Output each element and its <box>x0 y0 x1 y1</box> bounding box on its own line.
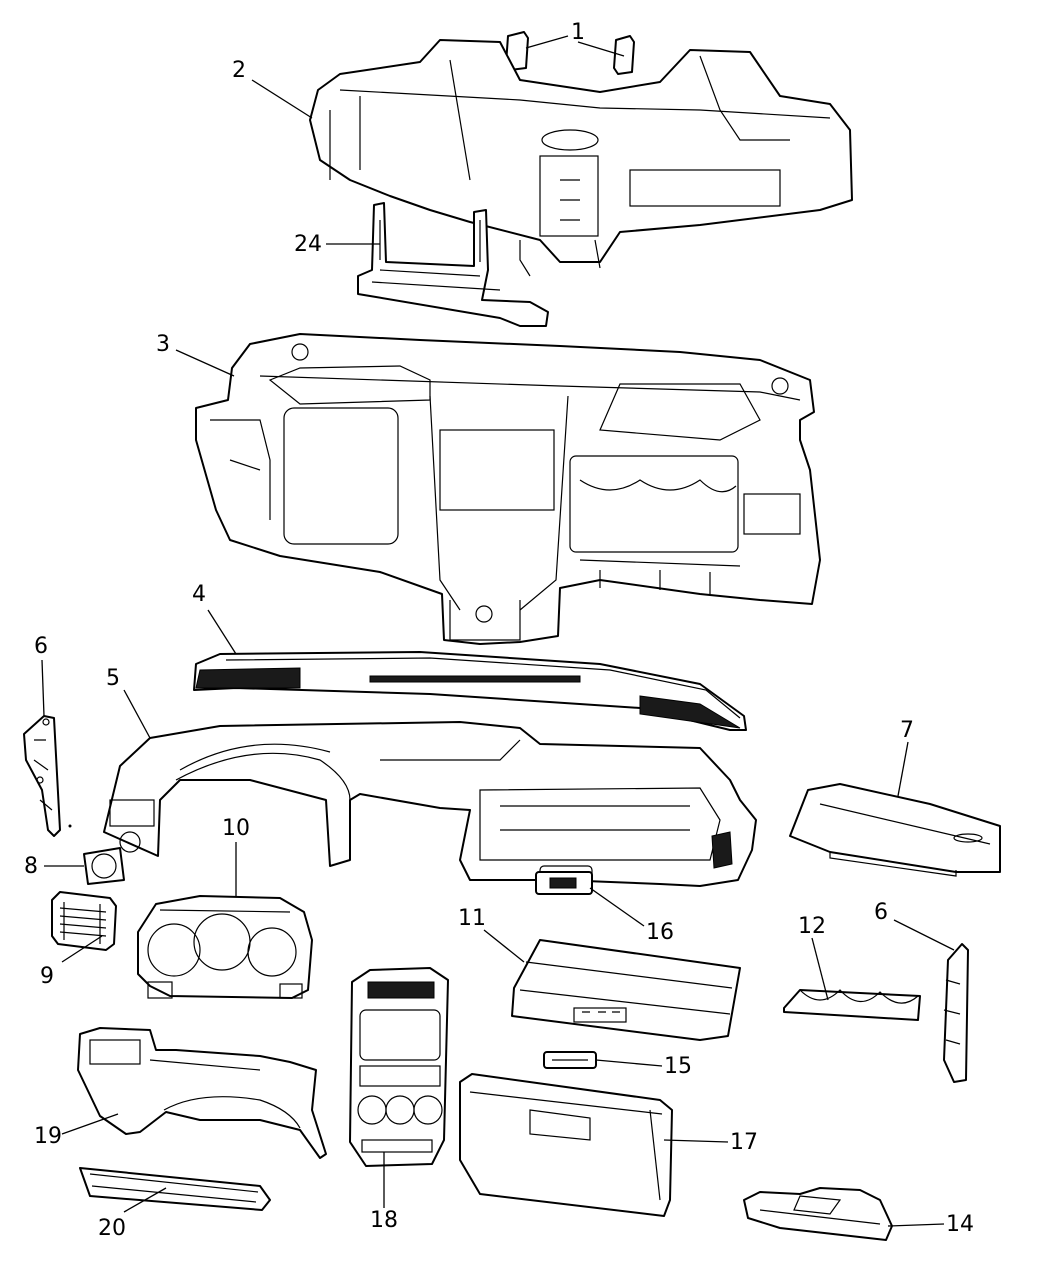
leader-1 <box>525 35 625 57</box>
part-19-column-cover <box>77 1027 327 1159</box>
leader-17 <box>663 1139 729 1143</box>
callout-8: 8 <box>24 854 38 879</box>
part-17-glove-box <box>459 1073 673 1217</box>
part-16-switch <box>535 871 593 895</box>
callout-24: 24 <box>294 232 322 257</box>
part-15-switch <box>543 1051 597 1069</box>
leader-5 <box>123 689 151 739</box>
part-7-glove-door <box>789 783 1001 877</box>
leader-14 <box>887 1223 945 1227</box>
part-10-cluster-bezel <box>137 895 313 999</box>
callout-6-left: 6 <box>34 634 48 659</box>
leader-7 <box>897 741 909 797</box>
callout-1: 1 <box>571 20 585 45</box>
leader-20 <box>123 1187 167 1213</box>
leader-16 <box>589 887 645 927</box>
callout-19: 19 <box>34 1124 62 1149</box>
callout-16: 16 <box>646 920 674 945</box>
part-14-bracket <box>743 1187 893 1241</box>
part-9-air-outlet <box>51 891 117 951</box>
part-11-cover <box>511 939 741 1041</box>
leader-2 <box>251 79 313 119</box>
callout-6-right: 6 <box>874 900 888 925</box>
leader-6b <box>893 919 955 951</box>
callout-4: 4 <box>192 582 206 607</box>
callout-9: 9 <box>40 964 54 989</box>
callout-11: 11 <box>458 906 486 931</box>
callout-17: 17 <box>730 1130 758 1155</box>
part-8-bezel <box>83 847 125 885</box>
leader-4 <box>207 609 237 655</box>
part-4-defroster-strip <box>193 651 747 731</box>
part-24-bracket <box>357 202 549 327</box>
part-6-right-trim <box>943 943 969 1083</box>
leader-12 <box>811 937 829 1001</box>
part-5-panel-cover <box>103 721 757 893</box>
callout-2: 2 <box>232 58 246 83</box>
part-2-reinforcement <box>309 39 853 277</box>
part-18-center-bezel <box>349 967 449 1167</box>
callout-5: 5 <box>106 666 120 691</box>
callout-10: 10 <box>222 816 250 841</box>
callout-12: 12 <box>798 914 826 939</box>
callout-20: 20 <box>98 1216 126 1241</box>
leader-9 <box>61 935 103 963</box>
part-12-liner <box>783 989 921 1021</box>
callout-14: 14 <box>946 1212 974 1237</box>
callout-18: 18 <box>370 1208 398 1233</box>
leader-15 <box>595 1059 663 1067</box>
callout-3: 3 <box>156 332 170 357</box>
part-20-knee-blocker <box>79 1167 271 1211</box>
leader-lines <box>41 35 955 1227</box>
part-1-brackets <box>505 31 635 75</box>
leader-3 <box>175 349 235 377</box>
part-3-panel-carrier <box>195 333 821 645</box>
callout-15: 15 <box>664 1054 692 1079</box>
leader-11 <box>483 929 525 963</box>
leader-19 <box>61 1113 119 1135</box>
leader-6a <box>41 659 45 717</box>
callout-7: 7 <box>900 718 914 743</box>
part-6-left-trim <box>23 715 72 837</box>
